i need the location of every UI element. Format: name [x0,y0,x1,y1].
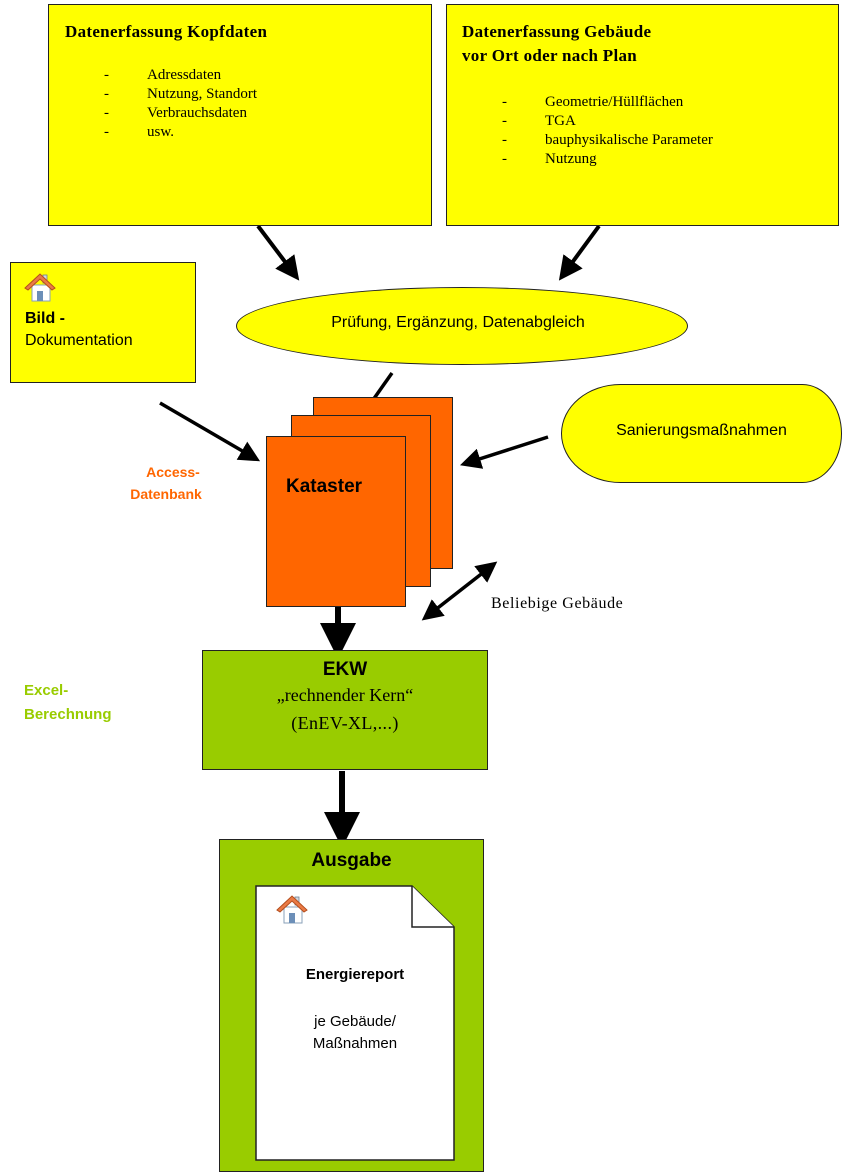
excel-line2: Berechnung [24,706,112,723]
list-item: TGA [502,112,713,131]
list-item: usw. [104,123,257,142]
bild-subtitle: Dokumentation [25,332,133,349]
list-item: Geometrie/Hüllflächen [502,93,713,112]
arrow-sanierung-to-kataster [460,435,549,469]
box-gebaeude-list: Geometrie/Hüllflächen TGA bauphysikalisc… [502,93,713,169]
report-line2: Maßnahmen [312,1035,398,1052]
access-line2: Datenbank [130,486,202,502]
ekw-line2: „rechnender Kern“ [276,685,414,705]
document-shape [255,885,455,1161]
box-gebaeude: Datenerfassung Gebäude vor Ort oder nach… [446,4,839,226]
bild-title: Bild - [25,310,65,327]
report-title: Energiereport [305,966,405,983]
ausgabe-title: Ausgabe [311,850,392,871]
access-line1: Access- [146,464,200,480]
arrow-kopfdaten-to-pruefung [256,224,300,281]
box-bild: Bild - Dokumentation [10,262,196,383]
sanierung-label: Sanierungsmaßnahmen [616,421,787,439]
list-item: Adressdaten [104,66,257,85]
ekw-line3: (EnEV-XL,...) [291,713,399,733]
box-kopfdaten-title: Datenerfassung Kopfdaten [65,22,268,41]
list-item: Nutzung, Standort [104,85,257,104]
arrow-gebaeude-to-pruefung [558,224,601,281]
ellipse-pruefung: Prüfung, Ergänzung, Datenabgleich [236,287,688,365]
house-icon [24,273,56,302]
ekw-title: EKW [322,659,368,680]
arrow-bild-to-kataster [159,401,261,462]
report-line1: je Gebäude/ [314,1013,396,1030]
arrow-kataster-beliebige-bidirectional [421,561,498,621]
list-item: Nutzung [502,150,713,169]
box-kopfdaten-list: Adressdaten Nutzung, Standort Verbrauchs… [104,66,257,142]
pruefung-label: Prüfung, Ergänzung, Datenabgleich [331,314,585,331]
box-gebaeude-title-line1: Datenerfassung Gebäude [462,22,652,41]
box-kopfdaten: Datenerfassung Kopfdaten Adressdaten Nut… [48,4,432,226]
kataster-page-front: Kataster [266,436,406,607]
box-ekw: EKW „rechnender Kern“ (EnEV-XL,...) [202,650,488,770]
box-sanierung: Sanierungsmaßnahmen [561,384,842,483]
list-item: Verbrauchsdaten [104,104,257,123]
kataster-label: Kataster [286,476,363,497]
beliebige-label: Beliebige Gebäude [491,595,624,612]
box-gebaeude-title-line2: vor Ort oder nach Plan [462,46,638,65]
access-label: Access- Datenbank [121,461,211,505]
list-item: bauphysikalische Parameter [502,131,713,150]
excel-label: Excel- Berechnung [24,679,112,727]
excel-line1: Excel- [24,682,69,699]
house-icon [276,895,308,924]
